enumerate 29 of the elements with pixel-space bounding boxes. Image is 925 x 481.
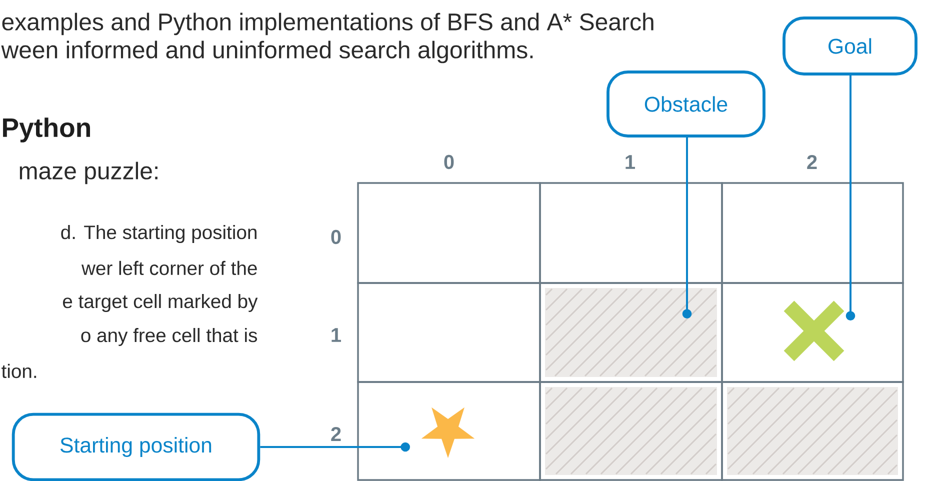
body-text: maze puzzle: — [20, 162, 158, 184]
grid-cell — [357, 381, 541, 481]
body-text: wer left corner of the — [82, 260, 257, 276]
hatched-cell — [539, 381, 723, 481]
callout-box: Goal — [782, 16, 918, 76]
body-text: ween informed and uninformed search algorithms. — [1, 40, 533, 64]
grid-cell — [539, 182, 723, 284]
row-number: 1 — [332, 328, 341, 342]
body-text: d. The starting position — [61, 224, 256, 243]
grid-cell — [357, 182, 541, 284]
body-text: examples and Python implementations of BFS and A* Search — [2, 12, 654, 36]
row-number: 0 — [331, 230, 341, 244]
grid-cell — [721, 282, 904, 383]
leader-line — [260, 442, 410, 452]
callout-box: Starting position — [12, 412, 260, 481]
row-number: 2 — [331, 427, 341, 441]
body-text: tion. — [2, 364, 36, 378]
section-heading: Python — [3, 118, 90, 142]
column-number: 1 — [626, 155, 635, 169]
hatched-cell — [721, 381, 904, 481]
body-text: e target cell marked by — [63, 294, 258, 312]
column-number: 2 — [807, 155, 817, 169]
callout-box: Obstacle — [606, 70, 766, 138]
grid-cell — [357, 282, 541, 383]
grid-cell — [721, 182, 904, 284]
hatched-cell — [539, 282, 723, 383]
body-text: o any free cell that is — [81, 328, 258, 346]
leader-line — [682, 137, 692, 318]
leader-line — [846, 75, 856, 320]
